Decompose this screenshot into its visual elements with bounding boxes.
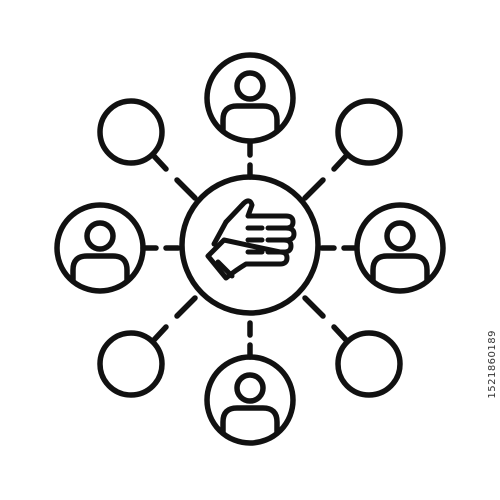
person-icon xyxy=(70,220,130,284)
empty-node-bottom-right xyxy=(335,330,403,398)
person-node-top xyxy=(204,52,296,144)
person-node-left xyxy=(54,202,146,294)
person-icon xyxy=(220,372,280,436)
person-node-bottom xyxy=(204,354,296,446)
person-icon xyxy=(220,70,280,134)
person-node-right xyxy=(354,202,446,294)
center-node xyxy=(179,174,321,316)
empty-node-top-right xyxy=(335,98,403,166)
person-icon xyxy=(370,220,430,284)
empty-node-bottom-left xyxy=(97,330,165,398)
empty-node-top-left xyxy=(97,98,165,166)
stock-id-watermark: 1521860189 xyxy=(487,330,498,399)
hand-icon xyxy=(205,198,297,281)
connector-lines xyxy=(140,139,359,360)
